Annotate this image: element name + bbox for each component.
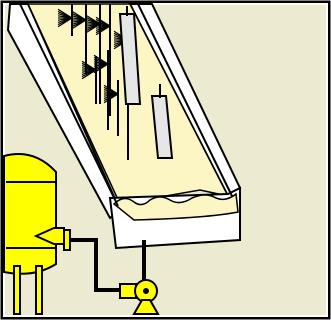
tank-leg [36, 266, 42, 314]
tank-flange [64, 230, 70, 250]
tank-leg [14, 266, 20, 314]
tank-body [4, 154, 56, 274]
pump-hub [143, 288, 149, 294]
pump-motor [120, 284, 136, 298]
